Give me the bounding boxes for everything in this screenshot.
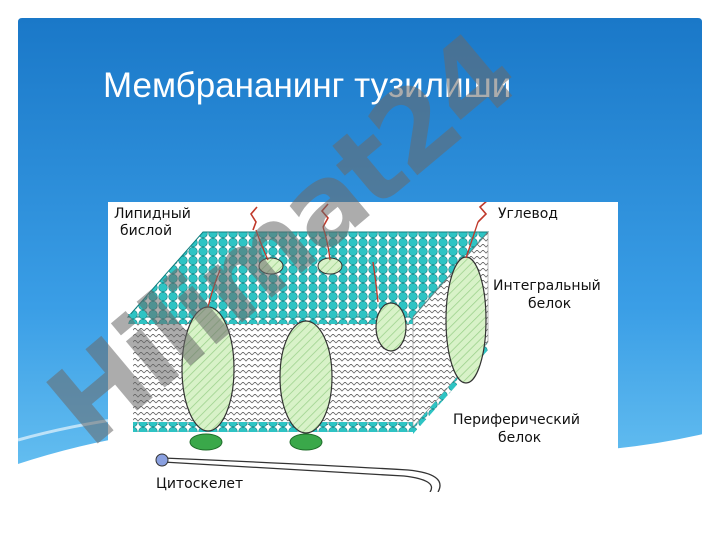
label-lipid-bilayer-1: Липидный (114, 206, 191, 222)
label-carbohydrate: Углевод (498, 206, 558, 222)
membrane-diagram: Липидный бислой Углевод Интегральный бел… (108, 202, 618, 492)
label-integral-protein-1: Интегральный (493, 278, 601, 294)
slide-title: Мембрананинг тузилиши (103, 66, 512, 105)
label-peripheral-protein-2: белок (498, 430, 542, 446)
label-peripheral-protein-1: Периферический (453, 412, 580, 428)
label-integral-protein-2: белок (528, 296, 572, 312)
label-cytoskeleton: Цитоскелет (156, 476, 244, 492)
membrane-illustration (108, 202, 618, 492)
label-lipid-bilayer-2: бислой (120, 223, 173, 239)
